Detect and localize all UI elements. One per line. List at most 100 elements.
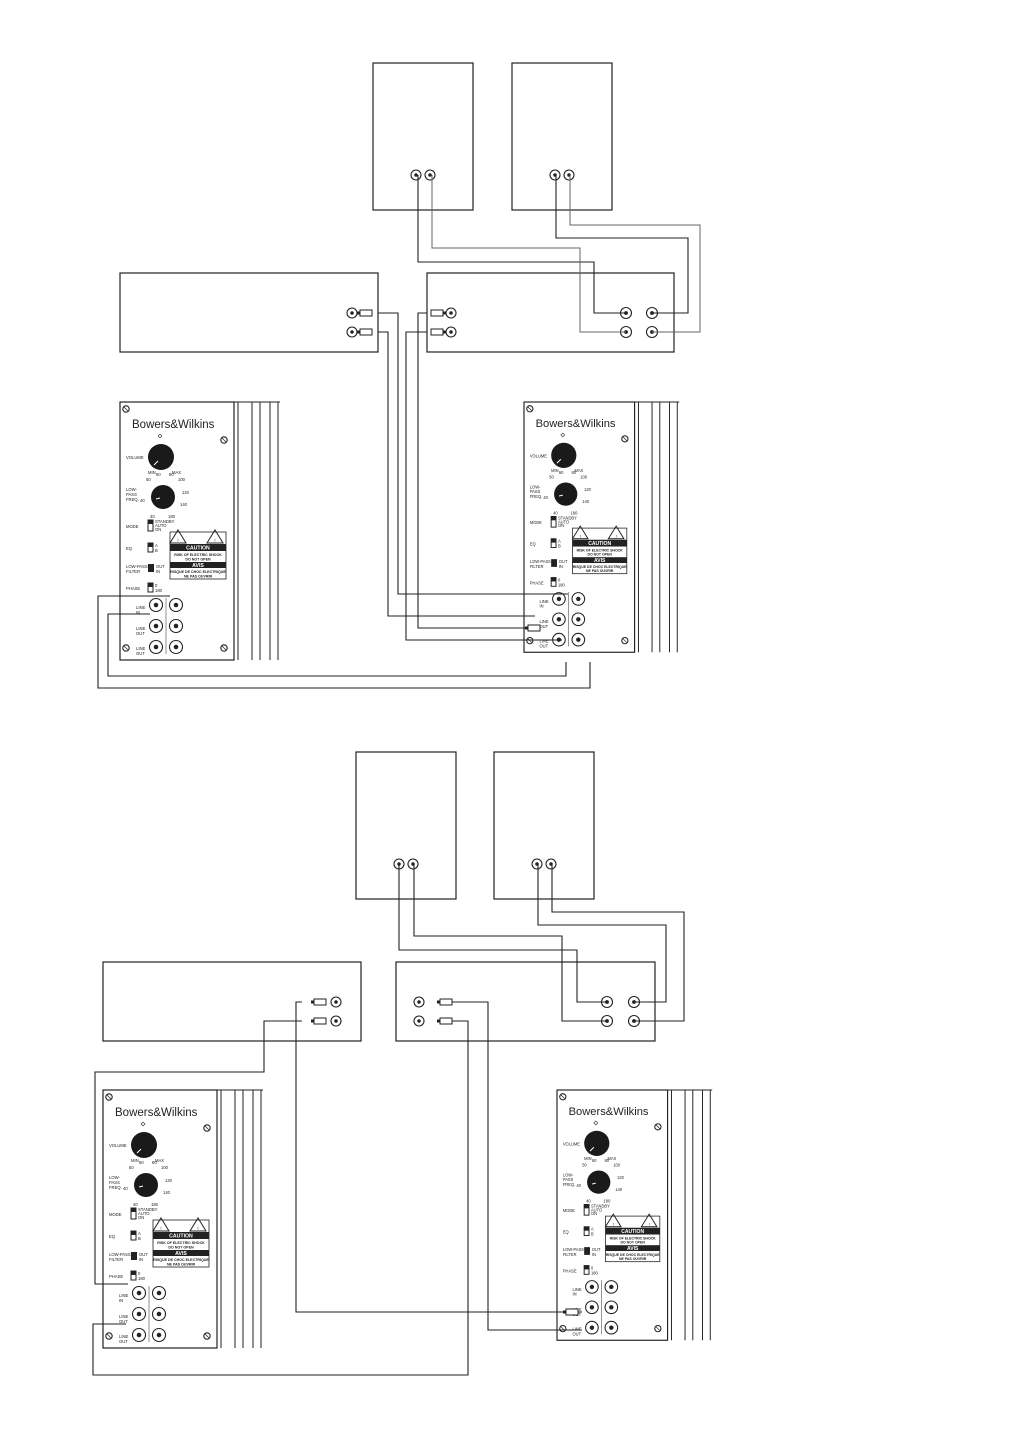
caution-line: DO NOT OPEN xyxy=(620,1241,645,1245)
rca-plug xyxy=(357,309,373,317)
screw-icon xyxy=(203,1124,211,1132)
interconnect-cable xyxy=(405,331,562,641)
avis-banner xyxy=(605,1245,660,1252)
volume-min-label: MIN xyxy=(148,470,156,475)
amplifier-box xyxy=(426,272,675,353)
eq-switch-slider xyxy=(584,1226,590,1231)
volume-knob-pointer xyxy=(589,1146,595,1152)
warning-triangle-icon xyxy=(640,1213,658,1228)
speaker-cable xyxy=(537,864,667,1003)
rca-plug-tip xyxy=(311,1019,314,1023)
brand-logo: Bowers&Wilkins xyxy=(536,418,616,430)
freq-tick-label: 100 xyxy=(613,1163,621,1168)
freq-tick-label: 140 xyxy=(180,502,188,507)
rca-plug xyxy=(525,624,541,632)
caution-frame xyxy=(605,1215,661,1263)
phase-label: PHASE xyxy=(109,1274,123,1279)
low-pass-filter-label: FILTER xyxy=(530,564,544,569)
screw-icon xyxy=(105,1332,113,1340)
freq-tick-label: 40 xyxy=(123,1186,128,1191)
screw-slot xyxy=(204,1125,210,1131)
interconnect-cable xyxy=(92,1020,469,1376)
low-pass-filter-label: LOW-PASS xyxy=(530,559,551,564)
avis-line: NE PAS OUVRIR xyxy=(167,1263,195,1267)
avis-title: AVIS xyxy=(192,563,204,569)
freq-tick-label: 140 xyxy=(582,499,590,504)
terminal-center xyxy=(576,596,581,602)
freq-tick-label: 40 xyxy=(586,1199,591,1204)
avis-title: AVIS xyxy=(594,558,606,564)
speaker-cable xyxy=(398,864,607,1003)
rca-socket xyxy=(552,612,566,627)
freq-tick-label: 50 xyxy=(582,1163,587,1168)
speaker-box xyxy=(372,62,474,211)
screw-icon xyxy=(621,636,629,645)
freq-tick-label: 40 xyxy=(140,498,145,503)
volume-max-label: MAX xyxy=(574,468,583,473)
eq-option-label: B xyxy=(558,544,561,549)
rca-socket xyxy=(168,639,184,655)
volume-min-label: MIN xyxy=(584,1156,592,1161)
caution-line: DO NOT OPEN xyxy=(587,553,612,557)
source-output-jack xyxy=(346,307,358,319)
interconnect-cable xyxy=(295,1001,582,1313)
terminal-center xyxy=(136,1332,142,1338)
volume-min-label: MIN xyxy=(551,468,559,473)
low-pass-freq-knob-pointer xyxy=(558,494,563,497)
screw-icon xyxy=(203,1332,211,1340)
rca-socket xyxy=(571,612,586,627)
line-out-label: LINE xyxy=(119,1334,129,1339)
low-pass-freq-knob-pointer xyxy=(155,497,161,500)
volume-knob xyxy=(551,442,577,468)
low-pass-freq-label: FREQ. xyxy=(126,497,139,502)
screw-icon xyxy=(526,636,534,645)
amplifier-unit xyxy=(426,272,675,353)
speaker-box xyxy=(493,751,595,900)
low-pass-freq-knob-pointer xyxy=(591,1182,596,1185)
low-pass-freq-knob xyxy=(151,485,175,509)
avis-line: RISQUE DE CHOC ELECTRIQUE xyxy=(153,1258,209,1262)
screw-icon xyxy=(220,644,228,652)
freq-tick-label: 180 xyxy=(571,511,579,516)
screw-slot xyxy=(622,638,628,643)
volume-knob-pointer xyxy=(136,1148,142,1154)
freq-tick-label: 100 xyxy=(580,475,588,480)
volume-knob xyxy=(148,444,174,470)
terminal-center xyxy=(173,644,179,650)
eq-switch-slider xyxy=(551,538,557,543)
low-pass-freq-label: FREQ. xyxy=(563,1182,575,1187)
warning-triangle-icon xyxy=(189,1217,207,1232)
avis-line: RISQUE DE CHOC ELECTRIQUE xyxy=(606,1253,660,1257)
line-out-label: LINE xyxy=(540,639,549,644)
phase-option-label: 0 xyxy=(558,577,561,582)
rca-socket xyxy=(131,1306,147,1322)
freq-tick-label: 80 xyxy=(605,1158,610,1163)
mode-option-label: AUTO xyxy=(155,523,167,528)
phase-option-label: 180 xyxy=(155,588,163,593)
low-pass-freq-knob-pointer xyxy=(138,1185,144,1188)
phase-switch-slider xyxy=(131,1271,136,1275)
rca-plug xyxy=(311,998,327,1006)
terminal-center xyxy=(417,1000,421,1004)
rca-plug xyxy=(311,1017,327,1025)
mode-switch xyxy=(583,1203,590,1216)
line-out-label: OUT xyxy=(540,624,549,629)
freq-tick-label: 120 xyxy=(617,1175,625,1180)
terminal-center xyxy=(414,173,418,177)
freq-tick-label: 120 xyxy=(584,487,592,492)
line-in-label: LINE xyxy=(119,1293,129,1298)
screw-icon xyxy=(654,1123,662,1131)
interconnect-cable xyxy=(107,613,567,677)
terminal-center xyxy=(156,1311,162,1317)
phase-switch-slider xyxy=(551,577,557,582)
rca-socket xyxy=(585,1320,599,1335)
terminal-center xyxy=(576,637,581,642)
mode-option-label: STANDBY xyxy=(558,515,577,520)
volume-max-label: MAX xyxy=(155,1158,164,1163)
warning-exclamation: ! xyxy=(613,1222,614,1226)
amp-input-jack xyxy=(445,326,457,338)
screw-slot xyxy=(560,1094,566,1099)
warning-exclamation: ! xyxy=(160,1227,161,1231)
avis-line: RISQUE DE CHOC ELECTRIQUE xyxy=(170,570,226,574)
